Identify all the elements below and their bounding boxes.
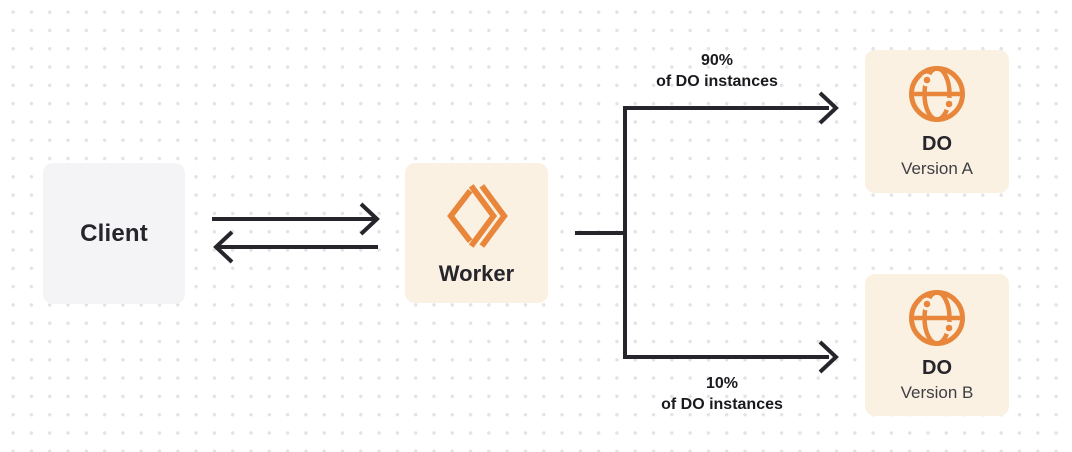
- do-version-a-title: DO: [922, 133, 952, 155]
- worker-node: Worker: [405, 163, 548, 303]
- do-version-a-subtitle: Version A: [901, 159, 973, 178]
- do-version-b-node: DO Version B: [865, 274, 1009, 416]
- bottom-branch-percentage: 10%: [705, 375, 739, 392]
- top-branch-description: of DO instances: [656, 73, 778, 90]
- bottom-branch-percentage-label: 10% of DO instances: [602, 373, 842, 415]
- arrowhead-to-do-version-b-icon: [818, 340, 839, 374]
- do-version-b-subtitle: Version B: [900, 382, 974, 402]
- worker-label: Worker: [438, 260, 515, 286]
- do-version-a-node: DO Version A: [865, 50, 1009, 193]
- arrowhead-to-do-version-a-icon: [818, 91, 839, 125]
- client-label: Client: [80, 219, 148, 247]
- bottom-branch-description: of DO instances: [661, 396, 783, 413]
- durable-object-globe-icon: [909, 66, 965, 122]
- do-version-b-title: DO: [922, 356, 952, 379]
- client-node: Client: [43, 163, 185, 304]
- arrowhead-right-to-worker-icon: [359, 202, 380, 236]
- top-branch-percentage-label: 90% of DO instances: [597, 50, 837, 92]
- top-branch-percentage: 90%: [700, 52, 734, 69]
- durable-object-globe-icon: [909, 289, 965, 346]
- workers-brackets-icon: [446, 183, 508, 248]
- arrowhead-left-to-client-icon: [213, 230, 234, 264]
